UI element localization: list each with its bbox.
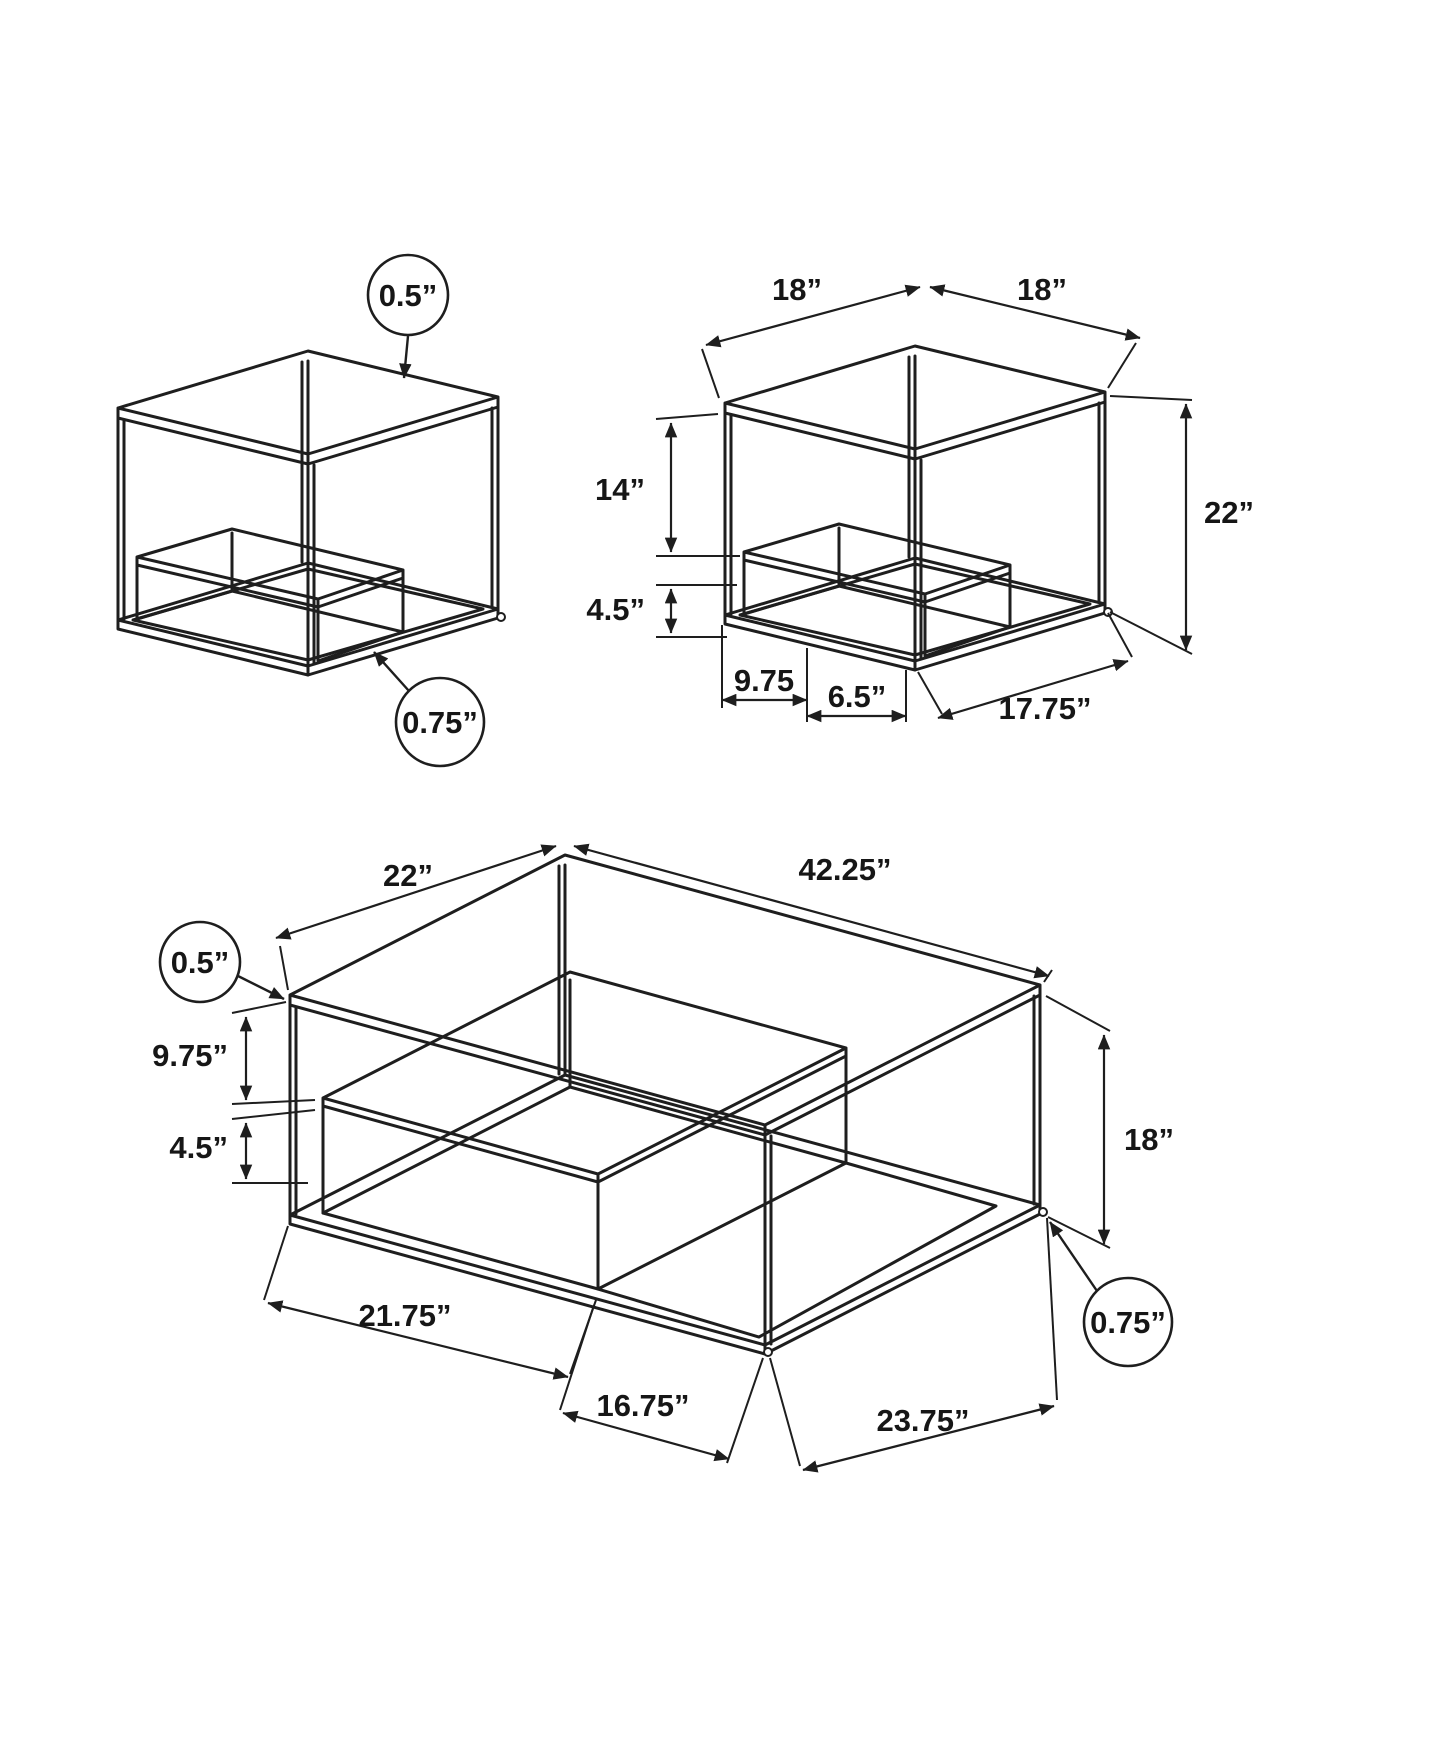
extension-line [917,671,943,715]
dim-base-mid: 16.75” [559,1304,764,1464]
extension-line [1109,395,1193,401]
leader-arrow [373,651,410,692]
dimension-label: 16.75” [596,1388,689,1423]
leader-arrow [1049,1221,1098,1292]
callout-label: 0.5” [171,945,230,980]
dimension-line [275,844,557,940]
dim-overall-height: 18” [1045,995,1174,1249]
extension-line [1107,342,1137,389]
dimension-label: 4.5” [586,592,645,627]
extension-line [1109,611,1193,655]
dimension-label: 4.5” [169,1130,228,1165]
leveler-foot [1038,1207,1048,1217]
callout-label: 0.75” [1090,1305,1166,1340]
dim-top-depth: 18” [701,272,921,399]
leader-arrow [237,974,285,1001]
dimension-label: 9.75 [734,663,794,698]
coffee-table-shelf [321,970,848,1291]
extension-line [231,1099,316,1105]
extension-line [655,413,719,420]
dim-top-depth: 22” [275,844,557,991]
end-table-plain-figure: 0.5” 0.75” [116,253,507,768]
leveler-foot [763,1347,773,1357]
dim-top-to-shelf: 14” [595,413,740,557]
callout-frame-thickness: 0.75” [1049,1221,1174,1368]
dim-shelf-to-base: 4.5” [586,584,737,638]
dimension-line [573,843,1050,979]
dim-top-width: 42.25” [573,843,1053,983]
dimension-line [937,659,1129,720]
dimension-label: 18” [1017,272,1067,307]
callout-top-thickness: 0.5” [158,920,285,1004]
dimension-label: 42.25” [798,852,891,887]
extension-line [769,1357,801,1467]
dimension-label: 23.75” [876,1403,969,1438]
dim-base-right: 23.75” [769,1217,1058,1473]
extension-line [559,1304,595,1411]
dimension-label: 21.75” [358,1298,451,1333]
dimension-label: 9.75” [152,1038,228,1073]
callout-label: 0.75” [402,705,478,740]
dimension-line [802,1403,1055,1473]
extension-line [726,1357,764,1464]
dim-base-edge: 17.75” [917,612,1133,726]
dim-base-left: 21.75” [263,1225,597,1380]
coffee-table-figure: 0.5” 22” 42.25” 9.75” 4.5” [152,843,1174,1473]
callout-bubble [1082,1276,1174,1368]
dim-overall-height: 22” [1109,395,1254,655]
dimension-line [705,284,921,348]
callout-frame-thickness: 0.75” [373,651,486,768]
coffee-table-legs [288,863,1042,1356]
extension-line [701,348,720,399]
leader-arrow [399,335,412,379]
dim-base-inset: 9.75 [721,625,808,722]
dim-shelf-to-base: 4.5” [169,1109,316,1184]
dimension-line [929,284,1141,341]
dimension-label: 17.75” [998,691,1091,726]
dim-top-to-shelf: 9.75” [152,1001,316,1105]
dimension-label: 14” [595,472,645,507]
dimension-label: 22” [383,858,433,893]
dimension-label: 18” [1124,1122,1174,1157]
callout-label: 0.5” [379,278,438,313]
extension-line [279,945,289,991]
extension-line [1107,612,1133,658]
callout-bubble [158,920,242,1004]
end-table-dimensioned-figure: 18” 18” 22” 14” 4.5” [586,272,1254,726]
dim-base-mid: 6.5” [806,670,907,723]
dimension-label: 22” [1204,495,1254,530]
extension-line [1046,1217,1058,1401]
end-table-plain-wireframe [116,349,507,677]
dimension-line [267,1300,569,1380]
dimension-label: 18” [772,272,822,307]
extension-line [231,1109,316,1120]
callout-top-thickness: 0.5” [366,253,450,379]
callout-bubble [366,253,450,337]
extension-line [1045,995,1111,1032]
dimension-label: 6.5” [828,679,887,714]
end-table-dimensioned-wireframe [723,344,1114,672]
dim-top-width: 18” [929,272,1141,389]
extension-line [263,1225,289,1301]
dimension-line [562,1410,730,1462]
extension-line [231,1001,287,1014]
callout-bubble [394,676,486,768]
